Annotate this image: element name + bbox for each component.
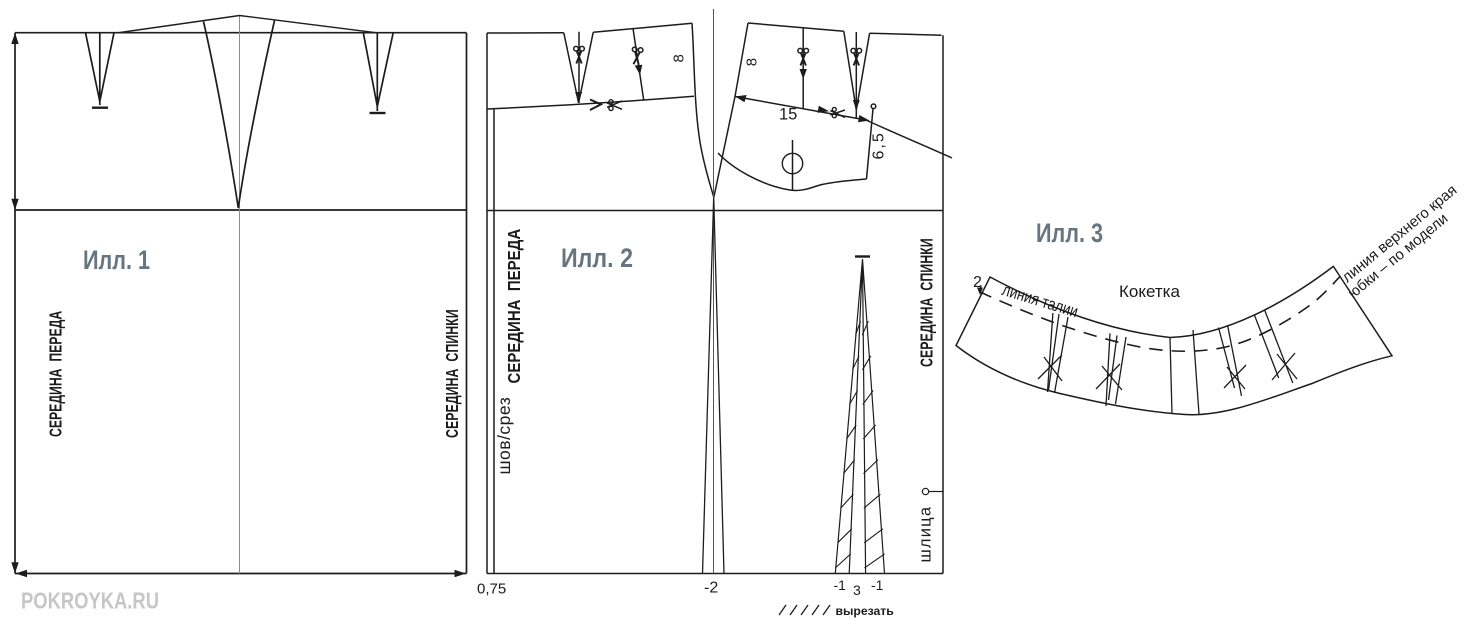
svg-text:Илл. 3: Илл. 3 (1036, 218, 1103, 248)
svg-text:СЕРЕДИНА СПИНКИ: СЕРЕДИНА СПИНКИ (917, 238, 937, 367)
svg-text:3: 3 (853, 582, 861, 598)
svg-text:Илл. 2: Илл. 2 (561, 243, 633, 273)
svg-text:-1: -1 (834, 577, 847, 593)
svg-text:СЕРЕДИНА ПЕРЕДА: СЕРЕДИНА ПЕРЕДА (504, 229, 525, 384)
svg-text:6,5: 6,5 (871, 131, 888, 159)
svg-text:0,75: 0,75 (477, 581, 506, 598)
svg-text:8: 8 (744, 58, 761, 66)
svg-text:линия талии: линия талии (1000, 281, 1081, 322)
svg-text:вырезать: вырезать (836, 604, 894, 618)
svg-text:СЕРЕДИНА ПЕРЕДА: СЕРЕДИНА ПЕРЕДА (46, 311, 66, 437)
svg-text:Кокетка: Кокетка (1119, 282, 1180, 301)
svg-text:8: 8 (671, 54, 688, 62)
svg-text:15: 15 (779, 106, 797, 124)
svg-text:шлица: шлица (917, 506, 935, 563)
svg-text:шов/срез: шов/срез (494, 397, 514, 475)
svg-text:Илл. 1: Илл. 1 (83, 245, 150, 275)
svg-text:линия верхнего края: линия верхнего края (1339, 182, 1461, 286)
svg-text:POKROYKA.RU: POKROYKA.RU (21, 588, 159, 614)
svg-text:2: 2 (973, 274, 982, 291)
svg-text:СЕРЕДИНА СПИНКИ: СЕРЕДИНА СПИНКИ (443, 309, 463, 438)
svg-text:-1: -1 (871, 577, 884, 593)
svg-text:-2: -2 (704, 580, 718, 597)
